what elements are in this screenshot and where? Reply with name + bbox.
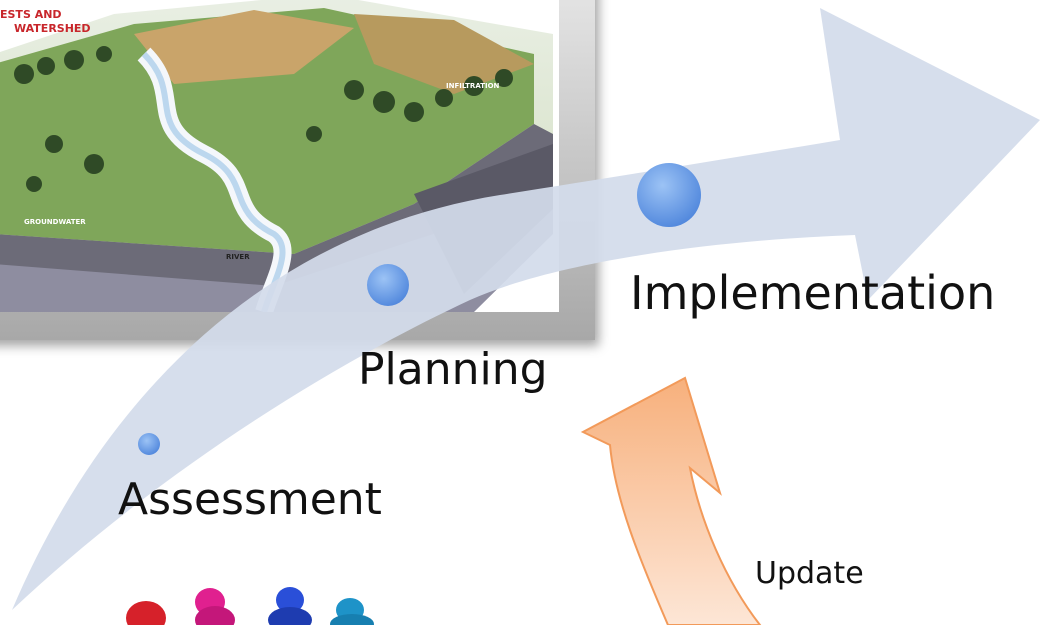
- illustration-caption-line1: ESTS AND: [0, 8, 62, 21]
- planning-dot: [367, 264, 409, 306]
- watershed-illustration-frame: ESTS AND WATERSHED INFILTRATION GROUNDWA…: [0, 0, 595, 340]
- implementation-dot: [637, 163, 701, 227]
- assessment-dot: [138, 433, 160, 455]
- illustration-caption-line2: WATERSHED: [14, 22, 91, 35]
- update-arrow: [580, 376, 762, 625]
- river-label: RIVER: [226, 253, 250, 261]
- groundwater-label: GROUNDWATER: [24, 218, 86, 226]
- process-arrow: [12, 8, 1040, 610]
- colored-pins: [126, 587, 374, 625]
- infiltration-label: INFILTRATION: [446, 82, 500, 90]
- planning-label: Planning: [358, 344, 548, 395]
- assessment-label: Assessment: [118, 474, 382, 525]
- update-label: Update: [755, 556, 864, 591]
- implementation-label: Implementation: [630, 266, 996, 320]
